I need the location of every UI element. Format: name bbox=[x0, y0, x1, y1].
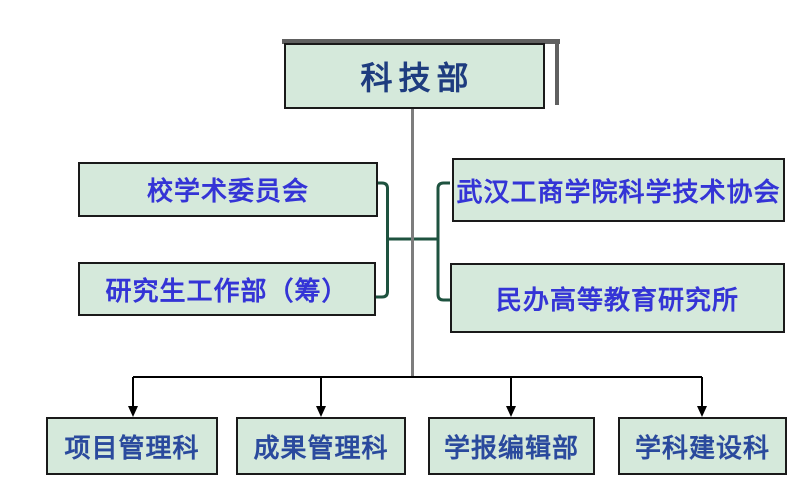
arrowhead-1 bbox=[128, 406, 138, 417]
node-root: 科技部 bbox=[284, 43, 545, 109]
node-science-tech-association: 武汉工商学院科学技术协会 bbox=[452, 158, 785, 222]
node-graduate-work-dept: 研究生工作部（筹） bbox=[78, 262, 376, 316]
node-private-higher-edu-institute-label: 民办高等教育研究所 bbox=[495, 285, 739, 316]
bracket-left bbox=[376, 181, 411, 299]
node-private-higher-edu-institute: 民办高等教育研究所 bbox=[450, 263, 785, 333]
node-root-label: 科技部 bbox=[360, 59, 475, 97]
node-graduate-work-dept-label: 研究生工作部（筹） bbox=[105, 276, 349, 307]
arrowhead-2 bbox=[316, 406, 326, 417]
trunk-line bbox=[411, 107, 414, 378]
tree-drop-lines bbox=[132, 377, 703, 408]
node-discipline-construction-label: 学科建设科 bbox=[634, 433, 770, 464]
bracket-right bbox=[414, 181, 450, 302]
node-academic-committee: 校学术委员会 bbox=[78, 162, 378, 217]
node-achievement-management-label: 成果管理科 bbox=[253, 433, 389, 464]
node-project-management-label: 项目管理科 bbox=[64, 433, 200, 464]
node-project-management: 项目管理科 bbox=[46, 417, 218, 475]
node-journal-editorial: 学报编辑部 bbox=[428, 417, 595, 475]
node-achievement-management: 成果管理科 bbox=[236, 417, 406, 475]
node-academic-committee-label: 校学术委员会 bbox=[146, 177, 309, 207]
arrowhead-4 bbox=[697, 406, 707, 417]
root-box-shadow-right bbox=[555, 40, 559, 105]
root-box-shadow-top bbox=[282, 39, 560, 44]
node-journal-editorial-label: 学报编辑部 bbox=[443, 433, 579, 464]
node-discipline-construction: 学科建设科 bbox=[618, 417, 787, 475]
node-science-tech-association-label: 武汉工商学院科学技术协会 bbox=[456, 177, 781, 208]
arrowhead-3 bbox=[506, 406, 516, 417]
